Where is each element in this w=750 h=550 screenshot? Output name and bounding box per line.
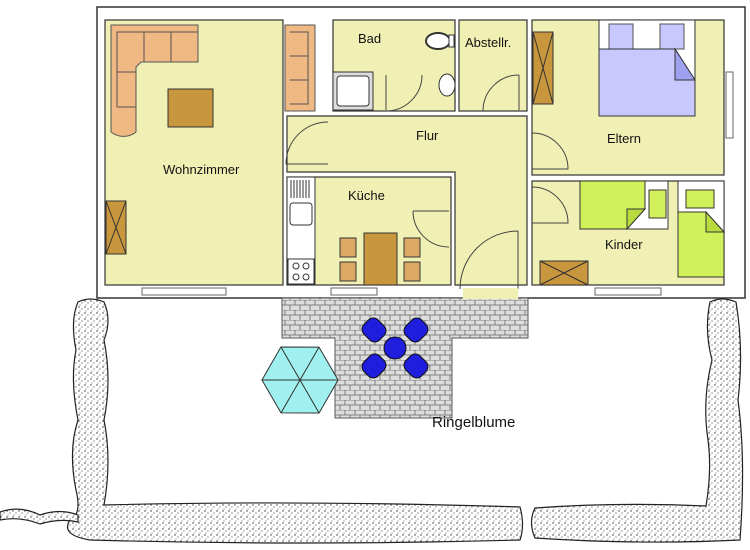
kids-bed-2 [677,180,726,278]
coffee-table [167,88,214,128]
toilet [425,32,455,50]
room-abstellraum [458,19,528,112]
wardrobe-eltern [532,31,554,105]
label-flur: Flur [416,128,439,143]
doors [285,74,569,290]
windows [141,71,734,296]
shower [332,71,374,111]
double-bed [598,19,696,117]
label-eltern: Eltern [607,131,641,146]
kids-bed-1 [579,180,669,231]
label-wohnzimmer: Wohnzimmer [163,162,240,177]
label-bad: Bad [358,31,381,46]
room-flur [286,115,528,286]
dining-table [339,232,421,286]
cabinet-wohnzimmer [105,200,127,255]
sofa [284,24,316,112]
hedge [0,298,744,544]
sink [438,73,456,97]
kitchen-counter [286,176,316,286]
corner-sofa [110,24,199,137]
cabinet-kinder [539,260,589,286]
label-kinder: Kinder [605,237,643,252]
patio-furniture [361,317,429,379]
terrace [281,297,529,419]
label-abstellraum: Abstellr. [465,35,511,50]
label-garden: Ringelblume [432,414,515,431]
label-kueche: Küche [348,188,385,203]
